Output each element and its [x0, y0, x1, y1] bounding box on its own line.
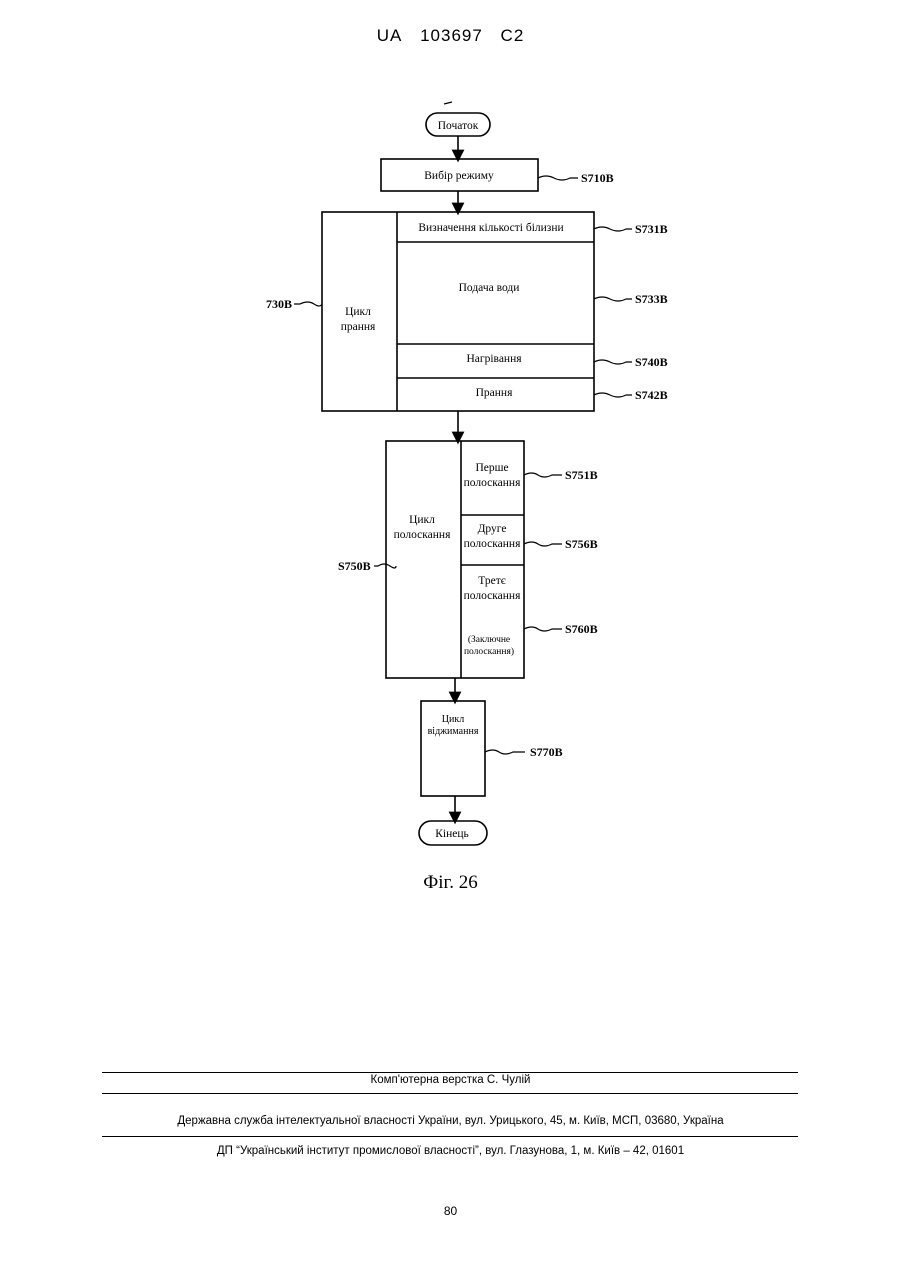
ref-s731b: S731B: [635, 222, 668, 236]
washing-label: Прання: [476, 387, 513, 399]
wash-cycle-title-2: прання: [341, 321, 376, 333]
leader-s742b: [594, 393, 632, 397]
start-label: Початок: [438, 120, 479, 132]
leader-s740b: [594, 360, 632, 364]
third-rinse-1: Третє: [478, 575, 505, 587]
ref-s710b: S710B: [581, 171, 614, 185]
first-rinse-1: Перше: [475, 462, 508, 474]
water-supply-label: Подача води: [459, 282, 520, 294]
footer-institute: ДП “Український інститут промислової вла…: [0, 1145, 901, 1157]
page-number: 80: [0, 1204, 901, 1218]
leader-s710b: [538, 176, 578, 180]
leader-s756b: [524, 542, 562, 546]
footer-rule-3: [102, 1136, 798, 1137]
ref-s740b: S740B: [635, 355, 668, 369]
mode-select-label: Вибір режиму: [424, 170, 494, 182]
final-rinse-2: полоскання): [464, 646, 514, 657]
leader-s770b: [485, 750, 525, 754]
rinse-cycle-title-2: полоскання: [394, 529, 451, 541]
footer-rule-1: [102, 1072, 798, 1073]
second-rinse-1: Друге: [478, 523, 507, 535]
leader-s731b: [594, 227, 632, 231]
spin-cycle-1: Цикл: [442, 714, 464, 725]
leader-s751b: [524, 473, 562, 477]
rinse-cycle-title-1: Цикл: [409, 514, 435, 526]
ref-s756b: S756B: [565, 537, 598, 551]
footer-office: Державна служба інтелектуальної власност…: [0, 1115, 901, 1127]
footer-layout: Комп'ютерна верстка С. Чулій: [0, 1074, 901, 1086]
end-label: Кінець: [435, 828, 469, 840]
leader-s750b: [374, 564, 396, 568]
ref-s742b: S742B: [635, 388, 668, 402]
wash-cycle-title-1: Цикл: [345, 306, 371, 318]
final-rinse-1: (Заключне: [468, 634, 510, 645]
laundry-amount-label: Визначення кількості білизни: [418, 222, 563, 234]
third-rinse-2: полоскання: [464, 590, 521, 602]
figure-caption: Фіг. 26: [0, 872, 901, 894]
ref-s733b: S733B: [635, 292, 668, 306]
ref-730b: 730B: [266, 297, 292, 311]
heating-label: Нагрівання: [466, 353, 522, 365]
second-rinse-2: полоскання: [464, 538, 521, 550]
ref-s751b: S751B: [565, 468, 598, 482]
leader-730b: [294, 302, 322, 306]
leader-s733b: [594, 297, 632, 301]
flowchart: Початок Вибір режиму Визначення кількост…: [0, 0, 901, 870]
spin-cycle-2: віджимання: [428, 726, 479, 737]
ref-s770b: S770B: [530, 745, 563, 759]
leader-s760b: [524, 627, 562, 631]
footer-rule-2: [102, 1093, 798, 1094]
ref-s760b: S760B: [565, 622, 598, 636]
first-rinse-2: полоскання: [464, 477, 521, 489]
ref-s750b: S750B: [338, 559, 371, 573]
